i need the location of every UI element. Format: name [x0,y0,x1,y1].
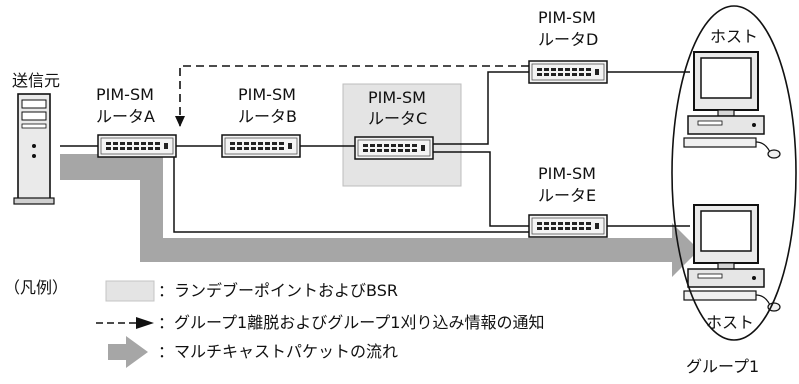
host-bottom-label: ホスト [706,313,754,332]
router-d-icon [529,61,607,83]
legend-rp-swatch [106,281,154,301]
router-c-line2: ルータC [368,109,427,128]
legend-rp-text: ：ランデブーポイントおよびBSR [158,281,398,300]
router-d-line1: PIM-SM [538,8,596,27]
router-b-line2: ルータB [238,107,297,126]
router-c-icon [355,137,433,159]
router-a-icon [98,135,176,157]
legend-flow-text: ：マルチキャストパケットの流れ [158,342,398,361]
router-e-icon [529,215,607,237]
router-b-icon [222,135,300,157]
legend: （凡例） ：ランデブーポイントおよびBSR ：グループ1離脱およびグループ1刈り… [4,278,544,368]
host-top-computer-icon [684,52,780,158]
source-label: 送信元 [12,71,60,90]
legend-dashed-arrowhead [136,317,154,329]
router-c-line1: PIM-SM [368,88,426,107]
router-a-line1: PIM-SM [96,85,154,104]
group-label: グループ1 [686,357,759,376]
legend-flow-swatch [108,336,148,368]
router-b-line1: PIM-SM [238,85,296,104]
legend-notify-text: ：グループ1離脱およびグループ1刈り込み情報の通知 [158,313,544,332]
router-d-line2: ルータD [538,30,598,49]
host-bottom-computer-icon [684,205,780,311]
host-top-label: ホスト [710,27,758,46]
router-e-line2: ルータE [538,186,596,205]
router-a-line2: ルータA [96,107,155,126]
router-e-line1: PIM-SM [538,164,596,183]
source-computer-icon [14,94,54,204]
legend-prefix: （凡例） [4,278,68,297]
